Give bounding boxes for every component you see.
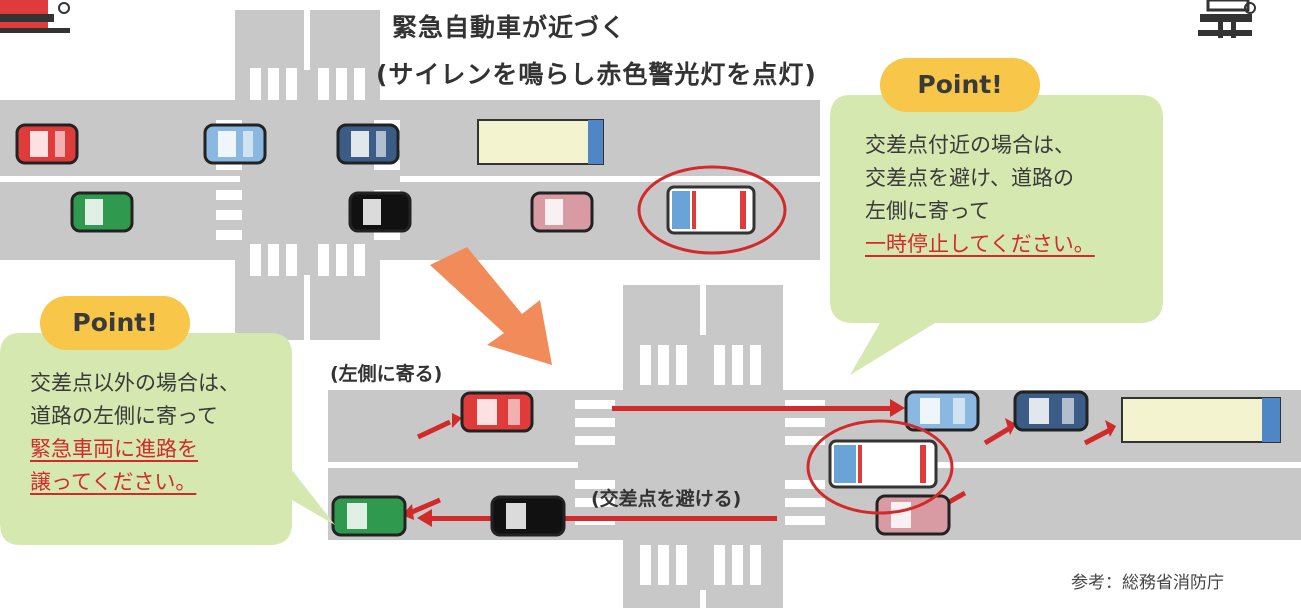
car-black-top: [348, 191, 412, 233]
car-pink-bottom: [875, 494, 951, 536]
highlight-ring-bottom: [806, 419, 954, 515]
ambulance-bottom: [828, 439, 938, 489]
car-blue-top: [203, 123, 267, 165]
route-arrow-head: [417, 509, 432, 527]
point-tag-top: Point!: [880, 58, 1040, 112]
point-top-text: 交差点付近の場合は、 交差点を避け、道路の 左側に寄って 一時停止してください。: [865, 129, 1095, 261]
point-top-emphasis: 一時停止してください。: [865, 232, 1095, 256]
heading-line-1: 緊急自動車が近づく: [392, 13, 627, 42]
center-line: [700, 590, 706, 608]
point-bubble-left: [0, 333, 335, 545]
crosswalk-north: [640, 345, 761, 385]
ambulance-top: [666, 185, 756, 235]
center-line: [304, 275, 310, 340]
center-line: [304, 10, 310, 70]
point-top-line-2: 交差点を避け、道路の: [865, 166, 1074, 190]
heading-line-2: (サイレンを鳴らし赤色警光灯を点灯): [376, 60, 817, 89]
route-arrow-head: [890, 399, 905, 417]
point-bubble-top: [830, 95, 1163, 375]
top-intersection: [0, 10, 820, 340]
bottom-intersection: [328, 285, 1301, 608]
car-navy-bottom: [1013, 390, 1089, 432]
route-arrow-line: [612, 406, 892, 411]
transition-arrow: [430, 247, 552, 365]
lane-line: [0, 176, 240, 182]
label-keep-left: (左側に寄る): [330, 363, 443, 385]
point-top-line-1: 交差点付近の場合は、: [865, 133, 1075, 157]
label-avoid-intersection: (交差点を避ける): [591, 488, 742, 510]
highlight-ring-top: [637, 165, 787, 255]
source-credit: 参考：総務省消防庁: [1071, 573, 1224, 593]
point-top-line-3: 左側に寄って: [865, 199, 990, 223]
car-red-top: [15, 123, 79, 165]
car-navy-top: [336, 123, 400, 165]
crosswalk-east: [785, 400, 825, 525]
center-line: [700, 285, 706, 335]
truck-top: [477, 119, 604, 165]
car-green-bottom: [331, 495, 407, 537]
car-pink-top: [530, 191, 594, 233]
car-blue-bottom: [904, 390, 980, 432]
crosswalk-south: [250, 244, 365, 276]
point-left-text: 交差点以外の場合は、 道路の左側に寄って 緊急車両に進路を 譲ってください。: [30, 367, 240, 499]
traffic-light-icon: [1198, 0, 1256, 38]
lane-line: [400, 176, 820, 182]
crosswalk-south: [640, 545, 761, 585]
route-arrow-line: [430, 516, 777, 521]
car-red-bottom: [460, 391, 534, 433]
traffic-light-icon: [0, 0, 70, 33]
point-left-line-2: 道路の左側に寄って: [30, 404, 218, 428]
lane-line: [830, 462, 1301, 468]
point-left-emphasis-2: 譲ってください。: [30, 470, 197, 494]
car-green-top: [70, 191, 134, 233]
point-left-line-1: 交差点以外の場合は、: [30, 371, 240, 395]
lane-line: [328, 462, 578, 468]
car-black-bottom: [490, 495, 566, 537]
truck-bottom: [1121, 397, 1281, 443]
crosswalk-north: [250, 68, 365, 100]
point-left-emphasis-1: 緊急車両に進路を: [30, 437, 198, 461]
point-tag-left: Point!: [40, 296, 190, 350]
